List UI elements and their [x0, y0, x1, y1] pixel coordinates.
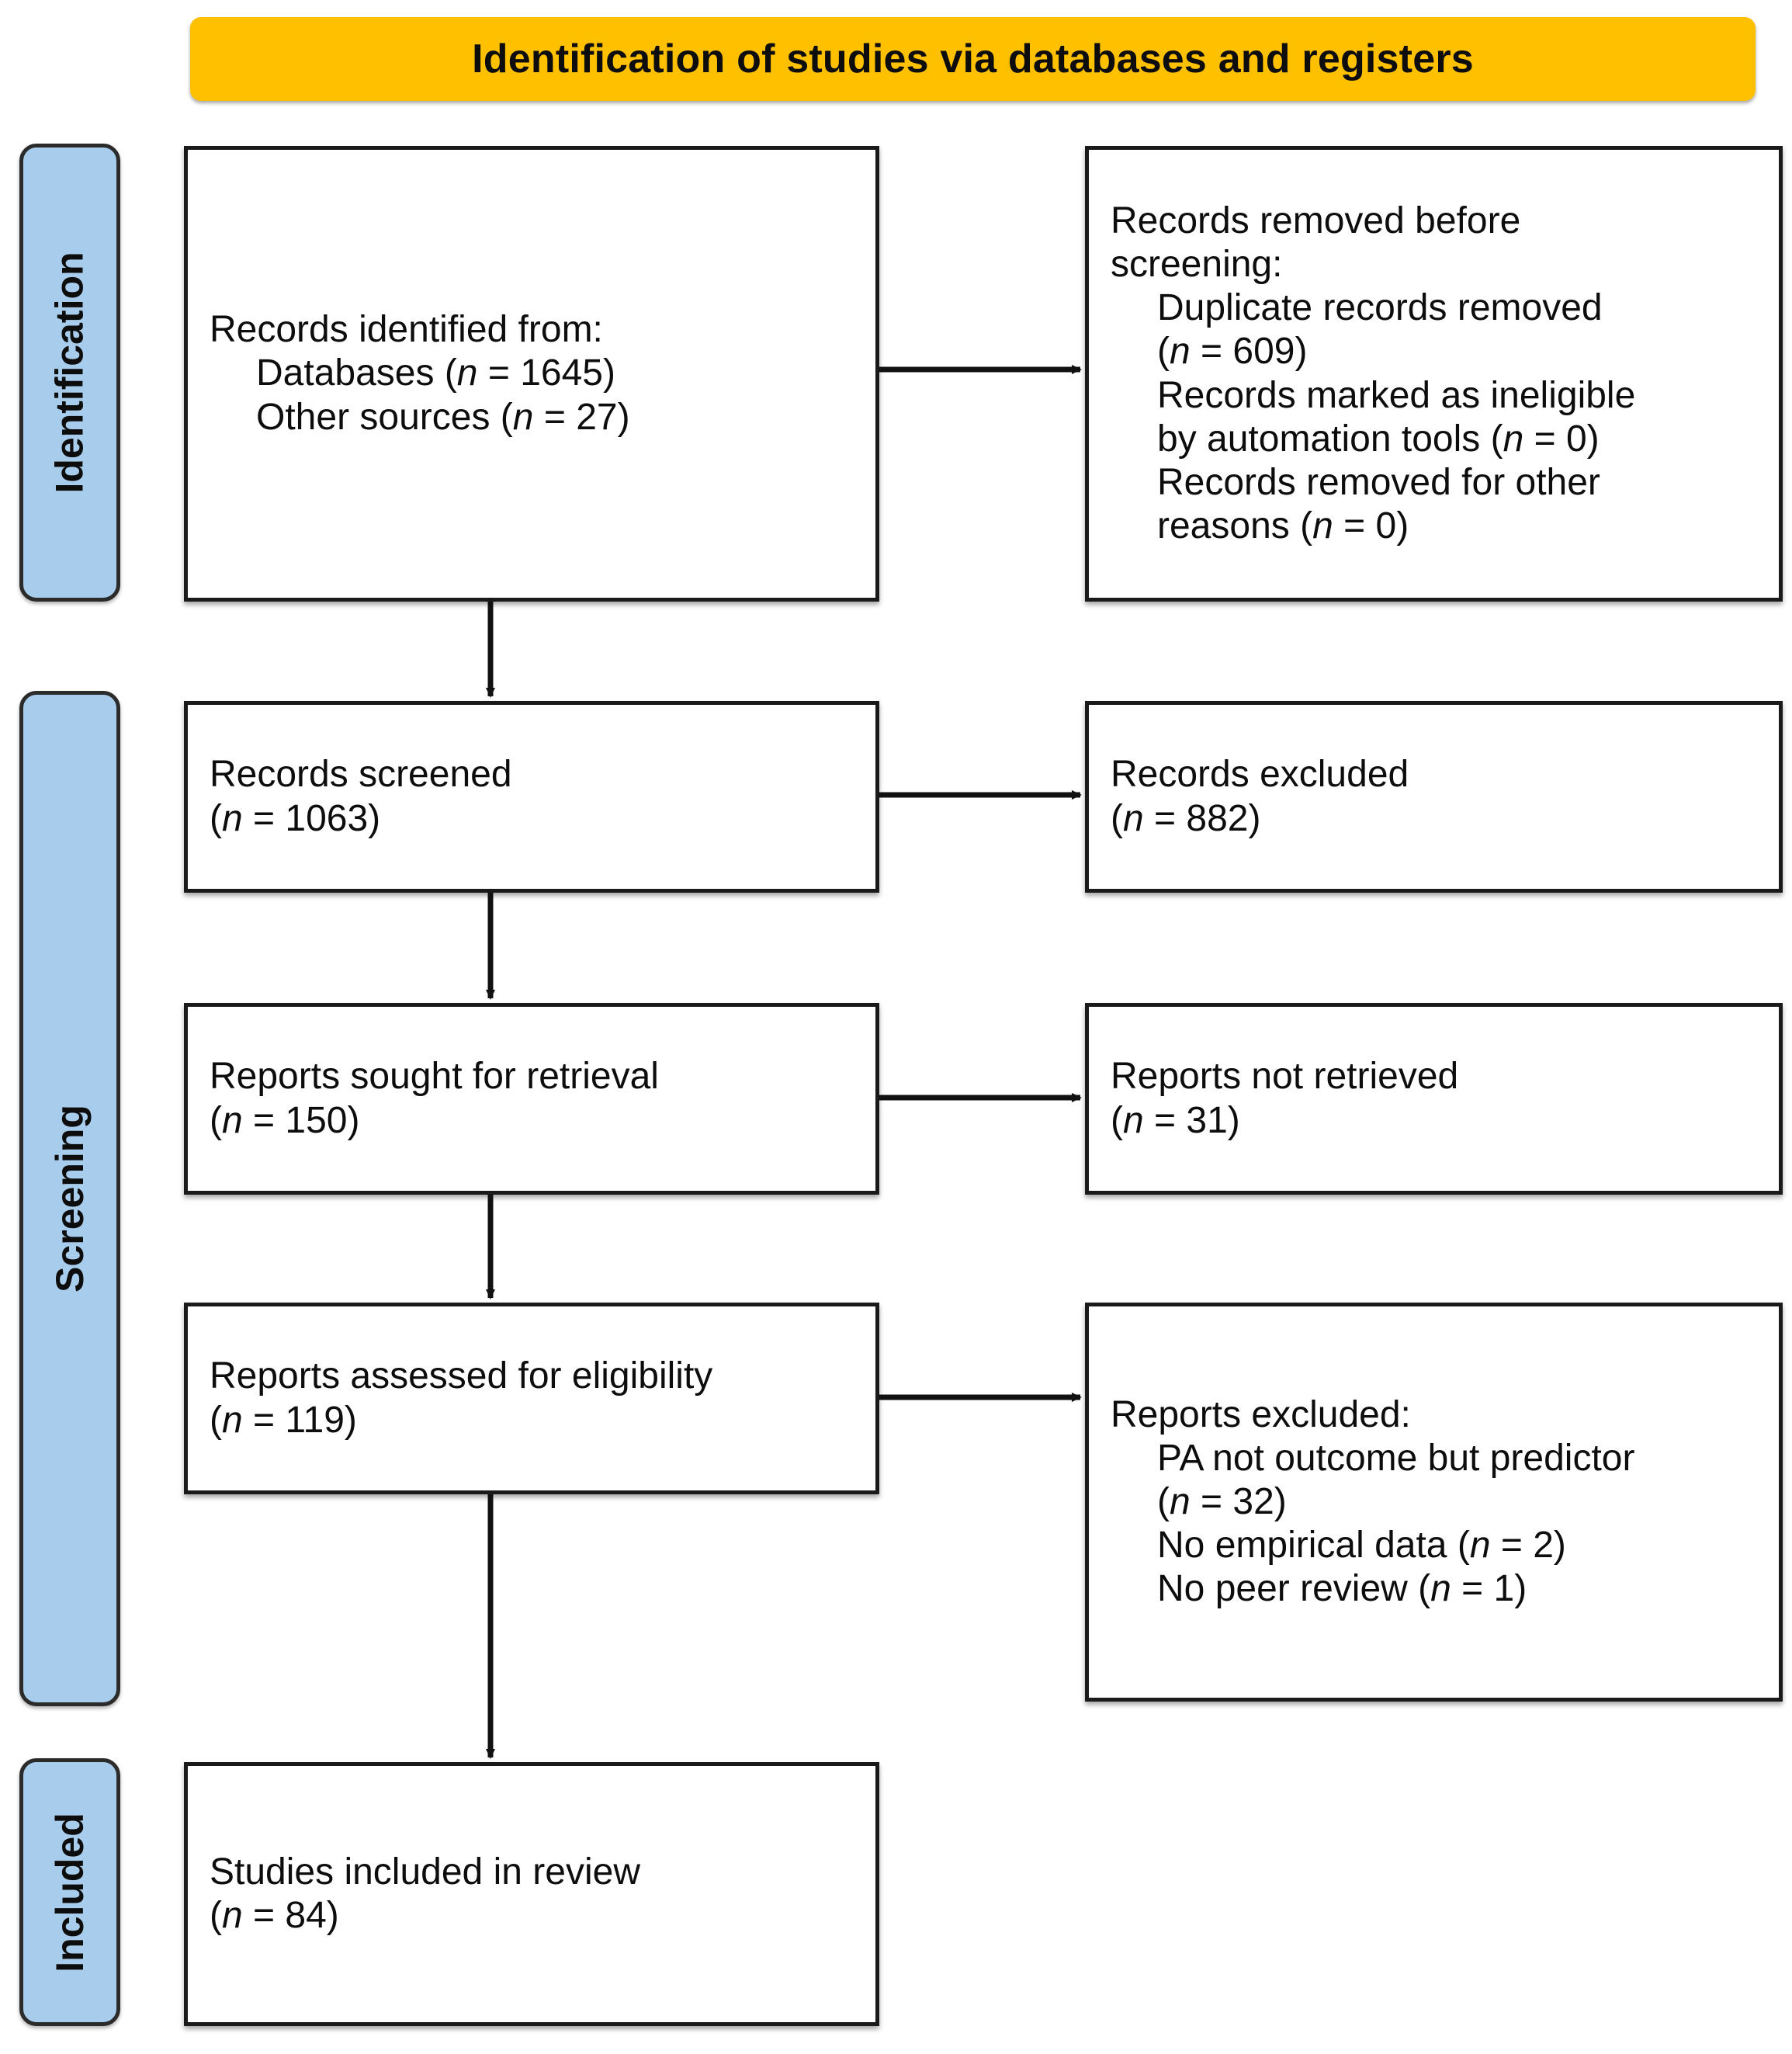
box-reports-sought-for-retrieval: Reports sought for retrieval(n = 150): [184, 1003, 879, 1195]
box-text-line: (n = 119): [210, 1399, 357, 1441]
box-text-line: Reports sought for retrieval: [210, 1056, 659, 1098]
box-records-screened: Records screened(n = 1063): [184, 701, 879, 893]
box-reports-not-retrieved: Reports not retrieved(n = 31): [1085, 1003, 1783, 1195]
box-text-line: Studies included in review: [210, 1851, 640, 1893]
box-text-line: Databases (n = 1645): [256, 352, 615, 394]
stage-bar-screening: Screening: [19, 691, 120, 1706]
diagram-header-banner: Identification of studies via databases …: [190, 17, 1756, 101]
box-text-line: (n = 84): [210, 1895, 339, 1936]
stage-bar-included: Included: [19, 1758, 120, 2026]
box-text-line: by automation tools (n = 0): [1157, 418, 1600, 460]
box-text-line: (n = 609): [1157, 331, 1308, 373]
box-text-line: Records identified from:: [210, 309, 603, 351]
box-records-identified: Records identified from:Databases (n = 1…: [184, 146, 879, 602]
box-text-line: Records marked as ineligible: [1157, 374, 1636, 416]
box-text-line: PA not outcome but predictor: [1157, 1437, 1635, 1479]
box-text-line: screening:: [1111, 244, 1283, 286]
page-title: Identification of studies via databases …: [472, 36, 1474, 82]
box-text-line: (n = 1063): [210, 797, 381, 839]
box-text-line: No peer review (n = 1): [1157, 1568, 1527, 1610]
box-text-line: Records removed for other: [1157, 461, 1600, 503]
box-text-line: (n = 32): [1157, 1480, 1287, 1522]
box-text-line: Records removed before: [1111, 200, 1521, 241]
stage-label-included: Included: [48, 1812, 92, 1972]
box-reports-assessed-for-eligibility: Reports assessed for eligibility(n = 119…: [184, 1303, 879, 1494]
box-records-excluded: Records excluded(n = 882): [1085, 701, 1783, 893]
box-text-line: Duplicate records removed: [1157, 287, 1603, 329]
box-reports-excluded: Reports excluded:PA not outcome but pred…: [1085, 1303, 1783, 1702]
box-text-line: (n = 882): [1111, 797, 1261, 839]
stage-bar-identification: Identification: [19, 144, 120, 602]
box-studies-included-in-review: Studies included in review(n = 84): [184, 1762, 879, 2026]
box-text-line: Reports assessed for eligibility: [210, 1355, 713, 1397]
box-text-line: Records excluded: [1111, 754, 1409, 796]
stage-label-identification: Identification: [48, 252, 92, 494]
box-text-line: (n = 31): [1111, 1099, 1240, 1141]
box-text-line: Reports excluded:: [1111, 1393, 1411, 1435]
box-text-line: reasons (n = 0): [1157, 505, 1409, 546]
box-text-line: No empirical data (n = 2): [1157, 1525, 1566, 1567]
box-text-line: Reports not retrieved: [1111, 1056, 1459, 1098]
box-text-line: Other sources (n = 27): [256, 396, 630, 438]
box-text-line: (n = 150): [210, 1099, 360, 1141]
stage-label-screening: Screening: [48, 1105, 92, 1292]
box-text-line: Records screened: [210, 754, 512, 796]
